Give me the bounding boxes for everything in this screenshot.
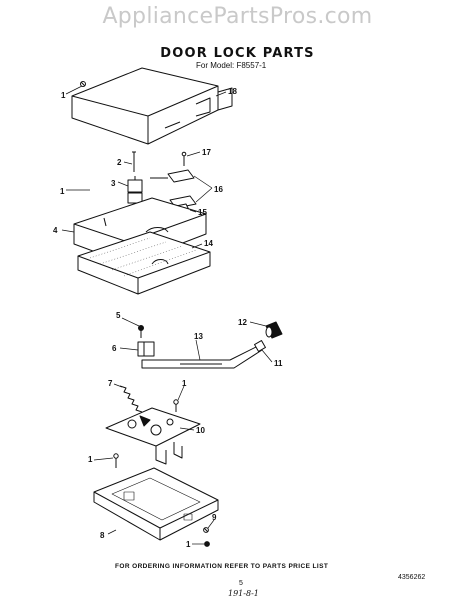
callout-1-fourth: 1 [88,455,93,464]
callout-14: 14 [204,239,213,248]
part-3-latch [127,176,143,204]
callout-4: 4 [53,226,58,235]
screw-top [80,81,86,87]
callout-7: 7 [108,379,113,388]
callout-16: 16 [214,185,223,194]
callout-2: 2 [117,158,122,167]
page-number: 5 [239,580,243,587]
watermark-text: AppliancePartsPros.com [102,4,373,29]
callout-13: 13 [194,332,203,341]
callout-1-bottom: 1 [186,540,191,549]
callout-3: 3 [111,179,116,188]
part-14-pad [77,231,211,295]
part-9-screw [203,527,209,533]
callout-11: 11 [274,359,283,368]
part-11-pin [254,340,266,352]
part-13-lever [141,345,263,369]
diagram-title: DOOR LOCK PARTS [160,46,315,61]
screw-bottom [204,541,210,547]
callout-15: 15 [198,208,207,217]
model-label: For Model: F8557-1 [196,61,267,70]
ordering-info-note: FOR ORDERING INFORMATION REFER TO PARTS … [115,563,329,570]
callout-5: 5 [116,311,121,320]
part-5-screw [138,325,144,338]
callout-labels: 1 18 2 17 3 16 1 15 4 14 5 12 13 6 11 7 … [53,87,283,549]
part-10-latch-plate [105,407,201,465]
part-8-base [93,467,219,541]
callout-12: 12 [238,318,247,327]
part-cover [71,67,233,145]
callout-10: 10 [196,426,205,435]
screw-lower-left [113,453,119,468]
handwritten-note: 191-8-1 [228,589,259,598]
callout-17: 17 [202,148,211,157]
part-17-screw [181,151,187,166]
part-7-spring [119,385,143,413]
callout-1-second: 1 [60,187,65,196]
callout-6: 6 [112,344,117,353]
callout-18: 18 [228,87,237,96]
callout-8: 8 [100,531,105,540]
screw-middle-right [173,399,179,412]
part-12-knob [265,321,283,339]
part-2-pin [132,151,136,172]
leader-lines [61,85,273,545]
callout-1-top: 1 [61,91,66,100]
part-6-block [137,341,155,357]
document-code: 4356262 [398,574,426,581]
callout-9: 9 [212,513,217,522]
callout-1-third: 1 [182,379,187,388]
